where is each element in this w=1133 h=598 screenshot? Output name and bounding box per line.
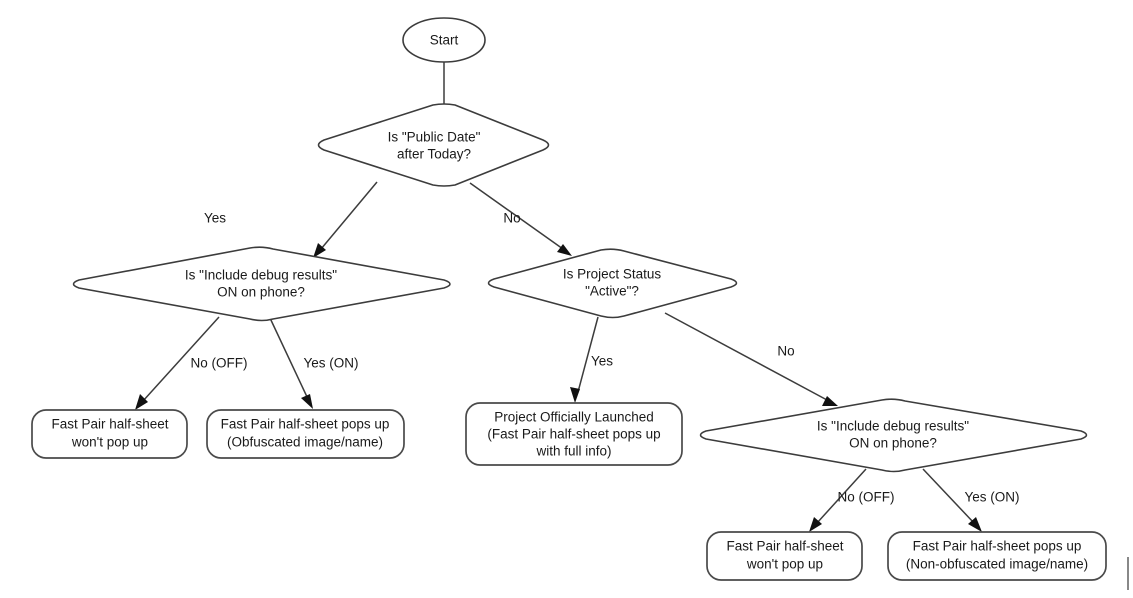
node-decision-debug-left[interactable]: Is "Include debug results" ON on phone? [72, 246, 451, 322]
edge-debug-right-on: Yes (ON) [922, 468, 1020, 532]
edge-line-debug-left-on [269, 317, 309, 400]
decision-public-date-diamond[interactable] [317, 103, 550, 187]
edge-public-date-yes: Yes [204, 181, 378, 258]
edge-line-debug-right-on [922, 468, 975, 524]
start-ellipse[interactable] [402, 17, 486, 63]
outcome-left-off-line1: Fast Pair half-sheet [51, 417, 168, 432]
edge-line-project-status-yes [577, 316, 599, 393]
node-outcome-left-on[interactable]: Fast Pair half-sheet pops up (Obfuscated… [206, 409, 405, 459]
outcome-left-on-line1: Fast Pair half-sheet pops up [221, 417, 390, 432]
decision-debug-left-line2: ON on phone? [217, 285, 305, 300]
edge-project-status-no: No [664, 312, 838, 406]
outcome-left-on-box[interactable] [206, 409, 405, 459]
arrowhead-debug-right-on [968, 517, 982, 532]
edge-line-public-date-no [469, 182, 564, 250]
decision-debug-right-line1: Is "Include debug results" [817, 419, 969, 434]
node-decision-debug-right[interactable]: Is "Include debug results" ON on phone? [699, 398, 1088, 473]
edge-line-debug-left-off [142, 316, 220, 402]
node-start[interactable]: Start [402, 17, 486, 63]
arrowhead-debug-right-off [809, 517, 822, 532]
arrowhead-public-date-yes [313, 243, 326, 258]
arrowhead-project-status-yes [570, 387, 580, 403]
edge-line-public-date-yes [320, 181, 378, 250]
outcome-left-on-line2: (Obfuscated image/name) [227, 435, 383, 450]
outcome-right-off-box[interactable] [706, 531, 863, 581]
edge-public-date-no: No [469, 182, 572, 256]
edge-label-project-status-no: No [777, 344, 794, 359]
outcome-left-off-box[interactable] [31, 409, 188, 459]
decision-project-status-line2: "Active"? [585, 284, 639, 299]
node-decision-public-date[interactable]: Is "Public Date" after Today? [317, 103, 550, 187]
outcome-launched-line1: Project Officially Launched [494, 410, 654, 425]
edge-label-public-date-yes: Yes [204, 211, 226, 226]
edge-debug-left-on: Yes (ON) [269, 317, 359, 409]
outcome-right-on-line1: Fast Pair half-sheet pops up [913, 539, 1082, 554]
edge-label-debug-left-off: No (OFF) [191, 356, 248, 371]
outcome-right-on-line2: (Non-obfuscated image/name) [906, 557, 1088, 572]
edge-label-debug-left-on: Yes (ON) [303, 356, 358, 371]
edge-debug-left-off: No (OFF) [135, 316, 248, 410]
outcome-launched-box[interactable] [465, 402, 683, 466]
edge-label-debug-right-on: Yes (ON) [964, 490, 1019, 505]
decision-debug-left-line1: Is "Include debug results" [185, 268, 337, 283]
node-decision-project-status[interactable]: Is Project Status "Active"? [487, 248, 738, 319]
edge-debug-right-off: No (OFF) [809, 468, 895, 532]
edge-label-project-status-yes: Yes [591, 354, 613, 369]
node-outcome-right-off[interactable]: Fast Pair half-sheet won't pop up [706, 531, 863, 581]
edge-line-debug-right-off [816, 468, 867, 524]
decision-public-date-line1: Is "Public Date" [388, 130, 481, 145]
arrowhead-project-status-no [822, 396, 838, 406]
outcome-launched-line2: (Fast Pair half-sheet pops up [487, 427, 660, 442]
edge-project-status-yes: Yes [570, 316, 613, 403]
decision-debug-left-diamond[interactable] [72, 246, 451, 322]
arrowhead-public-date-no [557, 244, 572, 256]
decision-debug-right-diamond[interactable] [699, 398, 1088, 473]
arrowhead-debug-left-off [135, 394, 148, 410]
node-outcome-launched[interactable]: Project Officially Launched (Fast Pair h… [465, 402, 683, 466]
decision-project-status-diamond[interactable] [487, 248, 738, 319]
edge-label-debug-right-off: No (OFF) [838, 490, 895, 505]
outcome-launched-line3: with full info) [535, 444, 611, 459]
outcome-right-off-line2: won't pop up [746, 557, 823, 572]
arrowhead-debug-left-on [301, 394, 313, 409]
decision-debug-right-line2: ON on phone? [849, 436, 937, 451]
decision-public-date-line2: after Today? [397, 147, 471, 162]
node-outcome-right-on[interactable]: Fast Pair half-sheet pops up (Non-obfusc… [887, 531, 1107, 581]
edge-label-public-date-no: No [503, 211, 520, 226]
outcome-right-on-box[interactable] [887, 531, 1107, 581]
start-label: Start [430, 33, 459, 48]
decision-project-status-line1: Is Project Status [563, 267, 662, 282]
outcome-left-off-line2: won't pop up [71, 435, 148, 450]
node-outcome-left-off[interactable]: Fast Pair half-sheet won't pop up [31, 409, 188, 459]
outcome-right-off-line1: Fast Pair half-sheet [726, 539, 843, 554]
edge-line-project-status-no [664, 312, 828, 401]
